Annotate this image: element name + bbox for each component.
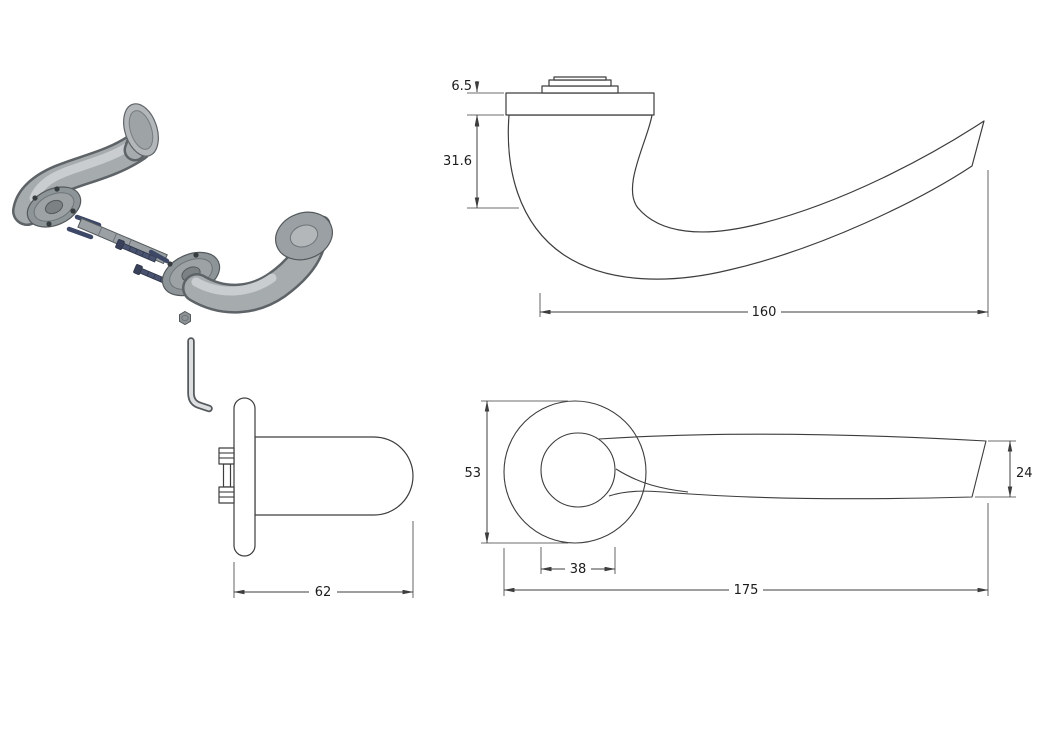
allen-key bbox=[187, 337, 213, 413]
flange-screw bbox=[193, 252, 199, 258]
rear-mounting-flange bbox=[26, 186, 102, 240]
fixing-screw bbox=[115, 239, 158, 263]
lever-outline bbox=[598, 433, 987, 500]
dim-projection-length: 160 bbox=[539, 170, 989, 320]
profile-view: 62 bbox=[218, 397, 414, 600]
dim-neck-height: 31.6 bbox=[443, 114, 519, 209]
flange-screw bbox=[54, 186, 60, 192]
label-background bbox=[748, 305, 781, 319]
dim-plate-thickness: 6.5 bbox=[451, 79, 504, 127]
flange-screw bbox=[167, 261, 173, 267]
backplate-edge bbox=[505, 92, 655, 116]
hex-nut bbox=[179, 310, 191, 326]
dimension-label-overall-length: 175 bbox=[734, 583, 759, 598]
neck-circle bbox=[540, 432, 616, 508]
flange-screw bbox=[46, 221, 52, 227]
dimension-label-overall-depth: 62 bbox=[315, 585, 332, 600]
rear-handle-rosette bbox=[123, 103, 159, 157]
spindle-cap-step bbox=[548, 79, 612, 87]
dim-rose-diameter: 53 bbox=[464, 400, 568, 544]
dim-overall-depth: 62 bbox=[233, 521, 414, 600]
dimension-label-neck-ring-diameter: 38 bbox=[570, 562, 587, 577]
handle-side-profile bbox=[507, 114, 985, 280]
front-view: 53 38 175 24 bbox=[464, 400, 1033, 598]
label-background bbox=[565, 562, 591, 576]
fixing-hardware bbox=[218, 447, 235, 504]
dimension-label-plate-thickness: 6.5 bbox=[451, 79, 472, 94]
flange-screw bbox=[70, 208, 76, 214]
grip-profile bbox=[254, 436, 414, 516]
dim-neck-ring-diameter: 38 bbox=[540, 547, 616, 577]
label-background bbox=[309, 585, 337, 599]
front-handle bbox=[182, 211, 333, 314]
threaded-stud bbox=[148, 249, 170, 264]
dimension-label-rose-diameter: 53 bbox=[464, 466, 481, 481]
dimension-label-lever-height: 24 bbox=[1016, 466, 1033, 481]
spindle-cap-step bbox=[541, 85, 619, 94]
rear-handle bbox=[12, 103, 159, 226]
lever-contour-line bbox=[615, 468, 689, 493]
dimension-label-neck-height: 31.6 bbox=[443, 154, 472, 169]
spindle-cap-step bbox=[553, 76, 607, 81]
rose-ring bbox=[275, 211, 333, 261]
isometric-exploded-view bbox=[12, 103, 333, 413]
flange-screw bbox=[32, 195, 38, 201]
rose-edge bbox=[233, 397, 256, 557]
dim-overall-length: 175 bbox=[503, 503, 989, 598]
dim-lever-height: 24 bbox=[975, 440, 1033, 498]
dimension-label-projection-length: 160 bbox=[752, 305, 777, 320]
rose-outer-circle bbox=[503, 400, 647, 544]
side-elevation-view: 6.5 31.6 160 bbox=[443, 76, 989, 320]
label-background bbox=[729, 583, 763, 597]
threaded-stud bbox=[66, 226, 94, 240]
